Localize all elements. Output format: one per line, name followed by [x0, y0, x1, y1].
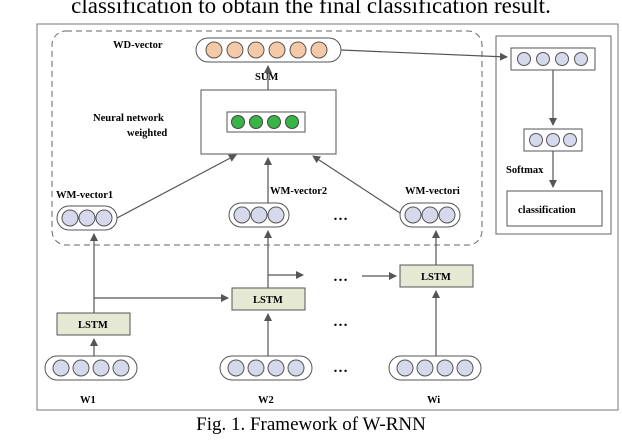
- ellipsis-lstm-lower: …: [333, 314, 348, 330]
- ellipsis-inputs: …: [333, 360, 348, 376]
- header-text: classification to obtain the final class…: [71, 0, 551, 18]
- wd-vector: [195, 37, 342, 63]
- nn-vector: [226, 111, 306, 133]
- wd-vector-label: WD-vector: [113, 40, 163, 51]
- classification-box: [506, 190, 603, 227]
- ellipsis-lstm-upper: …: [333, 269, 348, 285]
- wm-vectori-label: WM-vectori: [405, 186, 460, 197]
- classifier-panel: [495, 35, 612, 235]
- lstm-label-2: LSTM: [253, 295, 283, 306]
- outer-frame: [36, 23, 619, 411]
- sum-label: SUM: [255, 72, 278, 83]
- softmax-vector: [523, 128, 583, 152]
- connections: [90, 49, 557, 356]
- wm-vector2-label: WM-vector2: [270, 186, 327, 197]
- input-vector-w1: [44, 355, 138, 381]
- figure-caption: Fig. 1. Framework of W-RNN: [196, 414, 426, 435]
- wm-vector2: [228, 202, 290, 228]
- lstm-label-1: LSTM: [78, 320, 108, 331]
- lstm-label-i: LSTM: [421, 272, 451, 283]
- input-vector-w2: [219, 355, 313, 381]
- classification-label: classification: [518, 205, 576, 216]
- wm-vector1-label: WM-vector1: [56, 190, 113, 201]
- nn-label-line2: weighted: [127, 128, 167, 139]
- attention-region: [51, 30, 483, 246]
- softmax-label: Softmax: [506, 165, 544, 176]
- ellipsis-mid: …: [333, 208, 348, 224]
- output-vector: [510, 47, 596, 71]
- wm-vectori: [399, 202, 461, 228]
- word-label-w2: W2: [258, 395, 274, 406]
- nn-label-line1: Neural network: [93, 113, 164, 124]
- input-vector-wi: [388, 355, 482, 381]
- word-label-wi: Wi: [427, 395, 440, 406]
- wm-vector1: [56, 205, 118, 231]
- word-label-w1: W1: [80, 395, 96, 406]
